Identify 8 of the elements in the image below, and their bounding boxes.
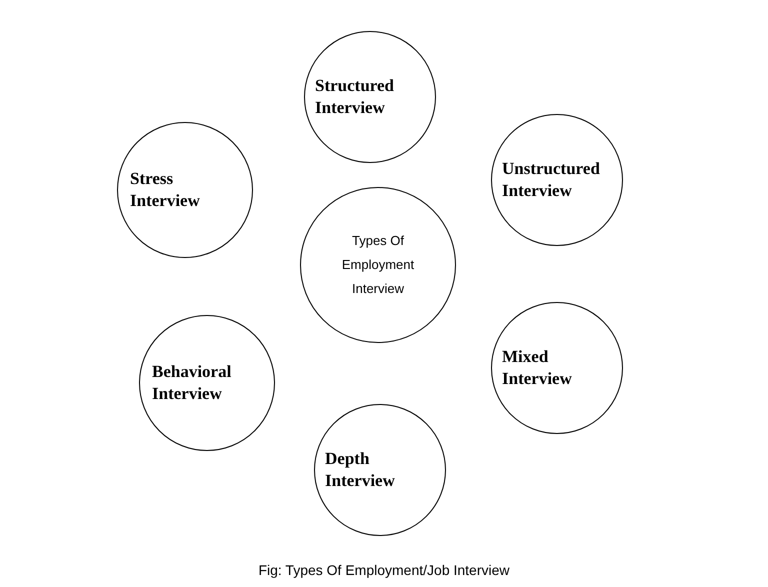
node-label: Unstructured Interview	[502, 158, 601, 202]
node-label: Behavioral Interview	[152, 361, 232, 405]
node-label: Types Of Employment Interview	[340, 232, 416, 298]
node-label: Structured Interview	[315, 75, 396, 119]
node-label: Mixed Interview	[502, 346, 573, 390]
node-label: Depth Interview	[325, 448, 396, 492]
figure-caption: Fig: Types Of Employment/Job Interview	[258, 562, 510, 578]
node-label: Stress Interview	[130, 168, 201, 212]
